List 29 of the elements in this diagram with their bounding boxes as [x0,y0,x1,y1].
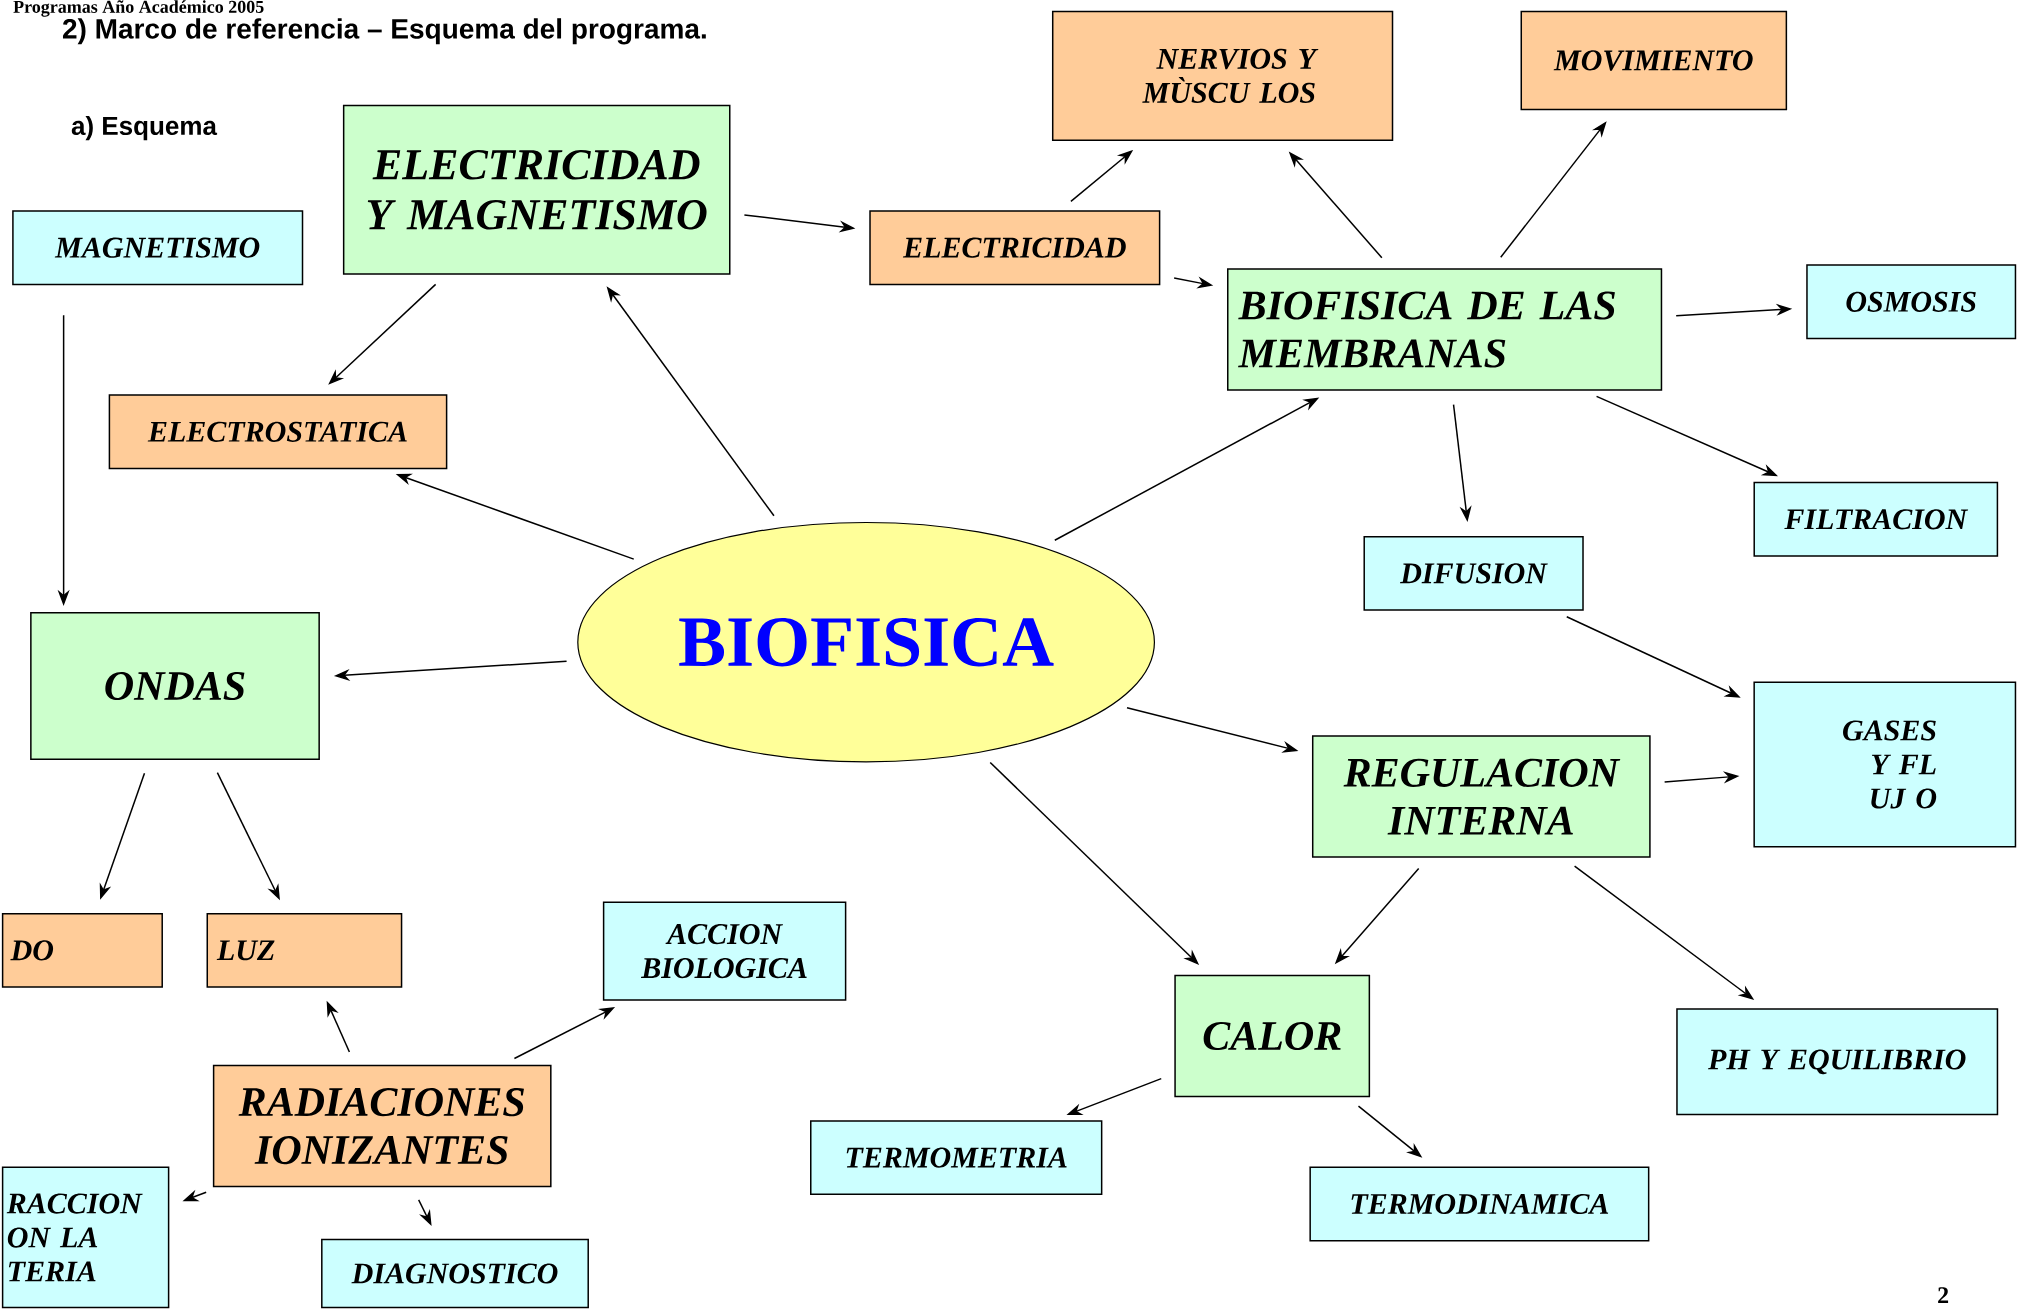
concept-box: ONDAS [30,611,320,761]
concept-box: ELECTRICIDAD Y MAGNETISMO [342,104,731,275]
concept-box: TERMOMETRIA [810,1120,1103,1196]
concept-box: CALOR [1174,974,1371,1098]
section-label: a) Esquema [71,116,218,141]
ellipse-node: BIOFISICA [577,521,1155,763]
arrow [328,283,437,385]
concept-box: MOVIMIENTO [1520,10,1788,111]
concept-box: DO [1,912,163,988]
concept-box: DIAGNOSTICO [321,1238,589,1309]
concept-box: DIFUSION [1363,535,1584,611]
concept-box: ELECTROSTATICA [108,394,448,470]
page-number: 2 [1938,1287,1949,1304]
concept-box: ACCION BIOLOGICA [602,901,847,1001]
concept-box: REGULACION INTERNA [1311,735,1651,858]
concept-box: RADIACIONES IONIZANTES [212,1064,552,1188]
concept-box: OSMOSIS [1806,264,2017,340]
page-header: Programas Año Académico 2005 [13,0,264,17]
concept-box: MAGNETISMO [12,210,304,286]
concept-box: NERVIOS Y MÙSCU LOS [1051,10,1394,141]
concept-box: RACCION ON LA TERIA [1,1166,170,1309]
concept-box: ELECTRICIDAD [869,210,1161,286]
heading: 2) Marco de referencia – Esquema del programa. [63,18,706,45]
concept-box: PH Y EQUILIBRIO [1676,1008,1999,1116]
concept-box: FILTRACION [1753,481,1999,557]
concept-box: TERMODINAMICA [1309,1166,1650,1242]
concept-box: BIOFISICA DE LAS MEMBRANAS [1227,268,1663,391]
concept-box: GASES Y FL UJ O [1753,681,2017,848]
concept-box: LUZ [206,912,403,988]
